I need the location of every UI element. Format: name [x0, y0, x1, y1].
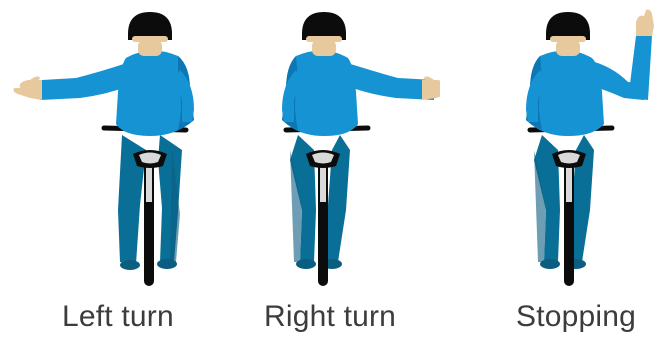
- signal-label: Right turn: [264, 300, 396, 334]
- signal-left-turn: Left turn: [0, 0, 220, 348]
- signal-stopping: Stopping: [440, 0, 660, 348]
- cyclist-stopping-illustration: [440, 0, 660, 300]
- signal-label: Left turn: [62, 300, 174, 334]
- cyclist-left-turn-illustration: [0, 0, 220, 300]
- signal-label: Stopping: [516, 300, 636, 334]
- cyclist-right-turn-illustration: [220, 0, 440, 300]
- signal-right-turn: Right turn: [220, 0, 440, 348]
